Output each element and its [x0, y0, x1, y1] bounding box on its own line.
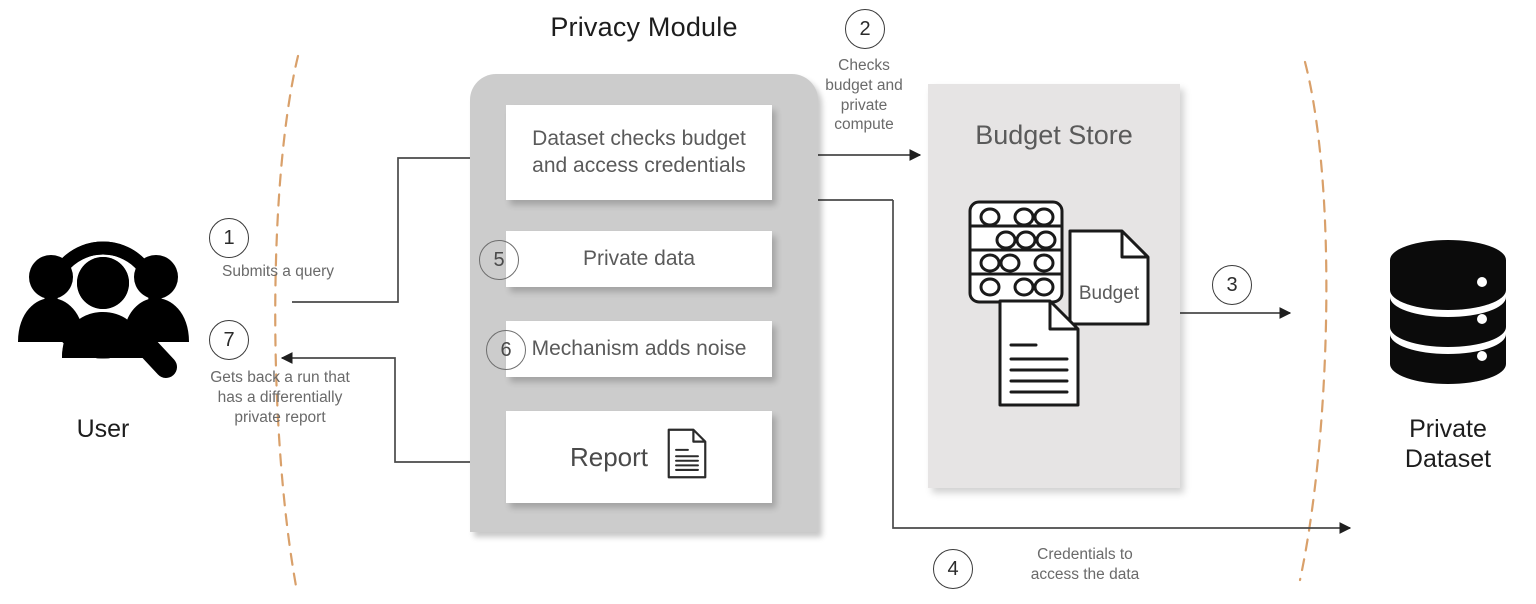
box-check-line2: and access credentials: [532, 153, 746, 177]
step-badge-5: 5: [479, 240, 519, 280]
step-4-caption: Credentials to access the data: [990, 545, 1180, 585]
box-check-line1: Dataset checks budget: [532, 127, 746, 151]
step-7-caption-line1: Gets back a run that: [210, 369, 350, 386]
budget-store-container: Budget Store: [928, 84, 1180, 488]
step-badge-7: 7: [209, 320, 249, 360]
budget-document-label: Budget: [1079, 283, 1140, 304]
step-badge-2: 2: [845, 9, 885, 49]
step-7-caption-line2: has a differentially: [217, 388, 343, 406]
step-2-caption-line2: budget and: [825, 76, 903, 94]
box-private-data-label: Private data: [582, 246, 696, 270]
step-7-caption-line3: private report: [234, 408, 326, 426]
right-trust-boundary-dashed-curve: [1298, 60, 1328, 582]
step-7-caption: Gets back a run that has a differentiall…: [186, 368, 374, 427]
box-dataset-checks-budget[interactable]: Dataset checks budget and access credent…: [506, 105, 772, 200]
database-icon: [1382, 238, 1514, 388]
private-dataset-label-line1: Private: [1409, 415, 1487, 443]
step-4-caption-line2: access the data: [1030, 565, 1140, 583]
box-report[interactable]: Report: [506, 411, 772, 503]
step-2-caption-line1: Checks: [838, 57, 890, 74]
step-2-caption-line4: compute: [834, 116, 894, 134]
box-private-data[interactable]: Private data: [506, 231, 772, 287]
budget-document-icon: Budget: [1068, 229, 1150, 326]
step-1-caption: Submits a query: [222, 263, 334, 280]
abacus-icon: [968, 200, 1064, 304]
box-report-label: Report: [569, 441, 649, 472]
step-2-caption: Checks budget and private compute: [814, 56, 914, 135]
user-label: User: [76, 415, 130, 443]
left-trust-boundary-dashed-curve: [274, 54, 300, 588]
user-group-search-icon: [10, 238, 196, 378]
box-mechanism-label: Mechanism adds noise: [531, 336, 747, 360]
step-badge-3: 3: [1212, 265, 1252, 305]
private-dataset-label: Private Dataset: [1370, 414, 1526, 474]
step-badge-6: 6: [486, 330, 526, 370]
step-badge-4: 4: [933, 549, 973, 589]
lined-document-icon: [998, 299, 1080, 407]
private-dataset-label-line2: Dataset: [1404, 445, 1492, 473]
privacy-module-title: Privacy Module: [550, 12, 738, 42]
document-icon: [666, 427, 708, 488]
step-2-caption-line3: private: [840, 96, 888, 114]
budget-store-title: Budget Store: [975, 120, 1133, 150]
step-badge-1: 1: [209, 218, 249, 258]
box-mechanism-adds-noise[interactable]: Mechanism adds noise: [506, 321, 772, 377]
step-4-caption-line1: Credentials to: [1037, 546, 1133, 563]
